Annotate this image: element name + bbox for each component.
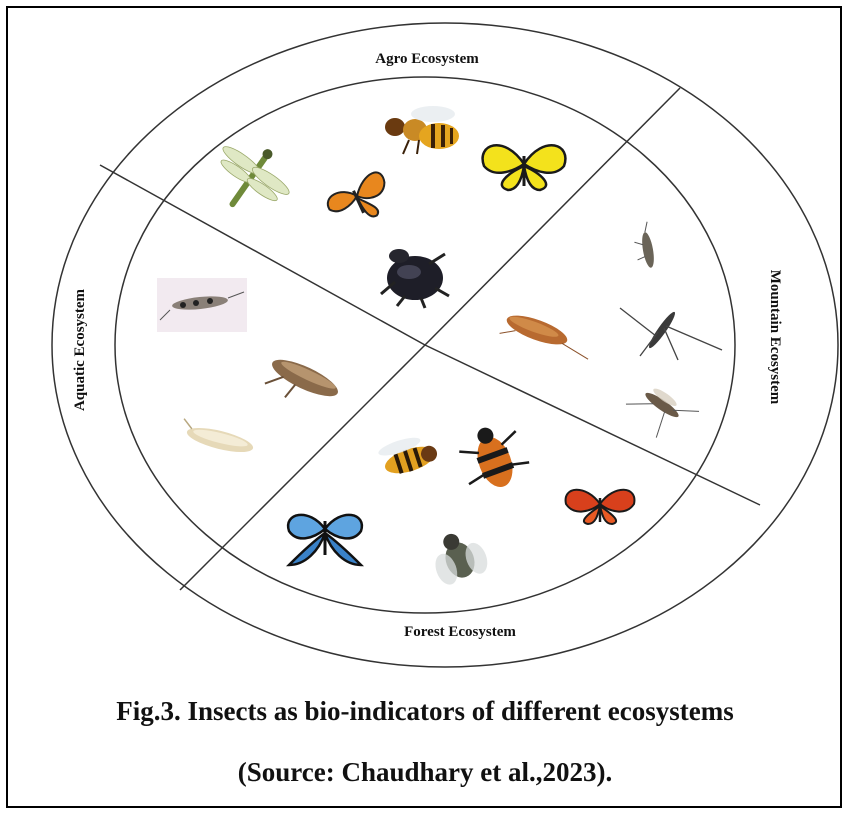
dragonfly-image: [220, 146, 290, 208]
yellow-butterfly-image: [481, 144, 567, 192]
burying-beetle-image: [459, 427, 530, 488]
figure-source: (Source: Chaudhary et al.,2023).: [237, 757, 613, 787]
outer-ring: [51, 22, 839, 668]
agro-ecosystem-label: Agro Ecosystem: [375, 51, 479, 67]
monarch-butterfly-image: [326, 171, 386, 218]
divider-bottom-left: [179, 344, 426, 591]
forest-ecosystem-label: Forest Ecosystem: [404, 624, 516, 640]
mayfly-nymph-image: [183, 418, 254, 452]
hoverfly-image: [378, 437, 438, 474]
caddisfly-image: [157, 278, 247, 332]
aquatic-ecosystem-label: Aquatic Ecosystem: [72, 288, 88, 411]
divider-agro-right: [424, 87, 681, 346]
figure-caption: Fig.3. Insects as bio-indicators of diff…: [116, 696, 734, 726]
dung-beetle-image: [380, 249, 450, 309]
moth-image: [499, 315, 589, 360]
stonefly-image: [634, 221, 654, 268]
ecosystem-diagram: Agro Ecosystem Forest Ecosystem Aquatic …: [51, 22, 839, 668]
divider-bottom-right: [424, 344, 761, 506]
inner-circle: [114, 76, 736, 614]
housefly-image: [435, 533, 488, 585]
crane-fly-image: [625, 388, 700, 438]
mountain-ecosystem-label: Mountain Ecosystem: [767, 270, 783, 405]
swallowtail-butterfly-image: [285, 513, 365, 567]
honey-bee-image: [385, 106, 459, 155]
water-strider-image: [619, 307, 723, 361]
red-butterfly-image: [564, 488, 636, 526]
leafhopper-image: [264, 359, 338, 398]
divider-agro-left: [99, 164, 426, 346]
